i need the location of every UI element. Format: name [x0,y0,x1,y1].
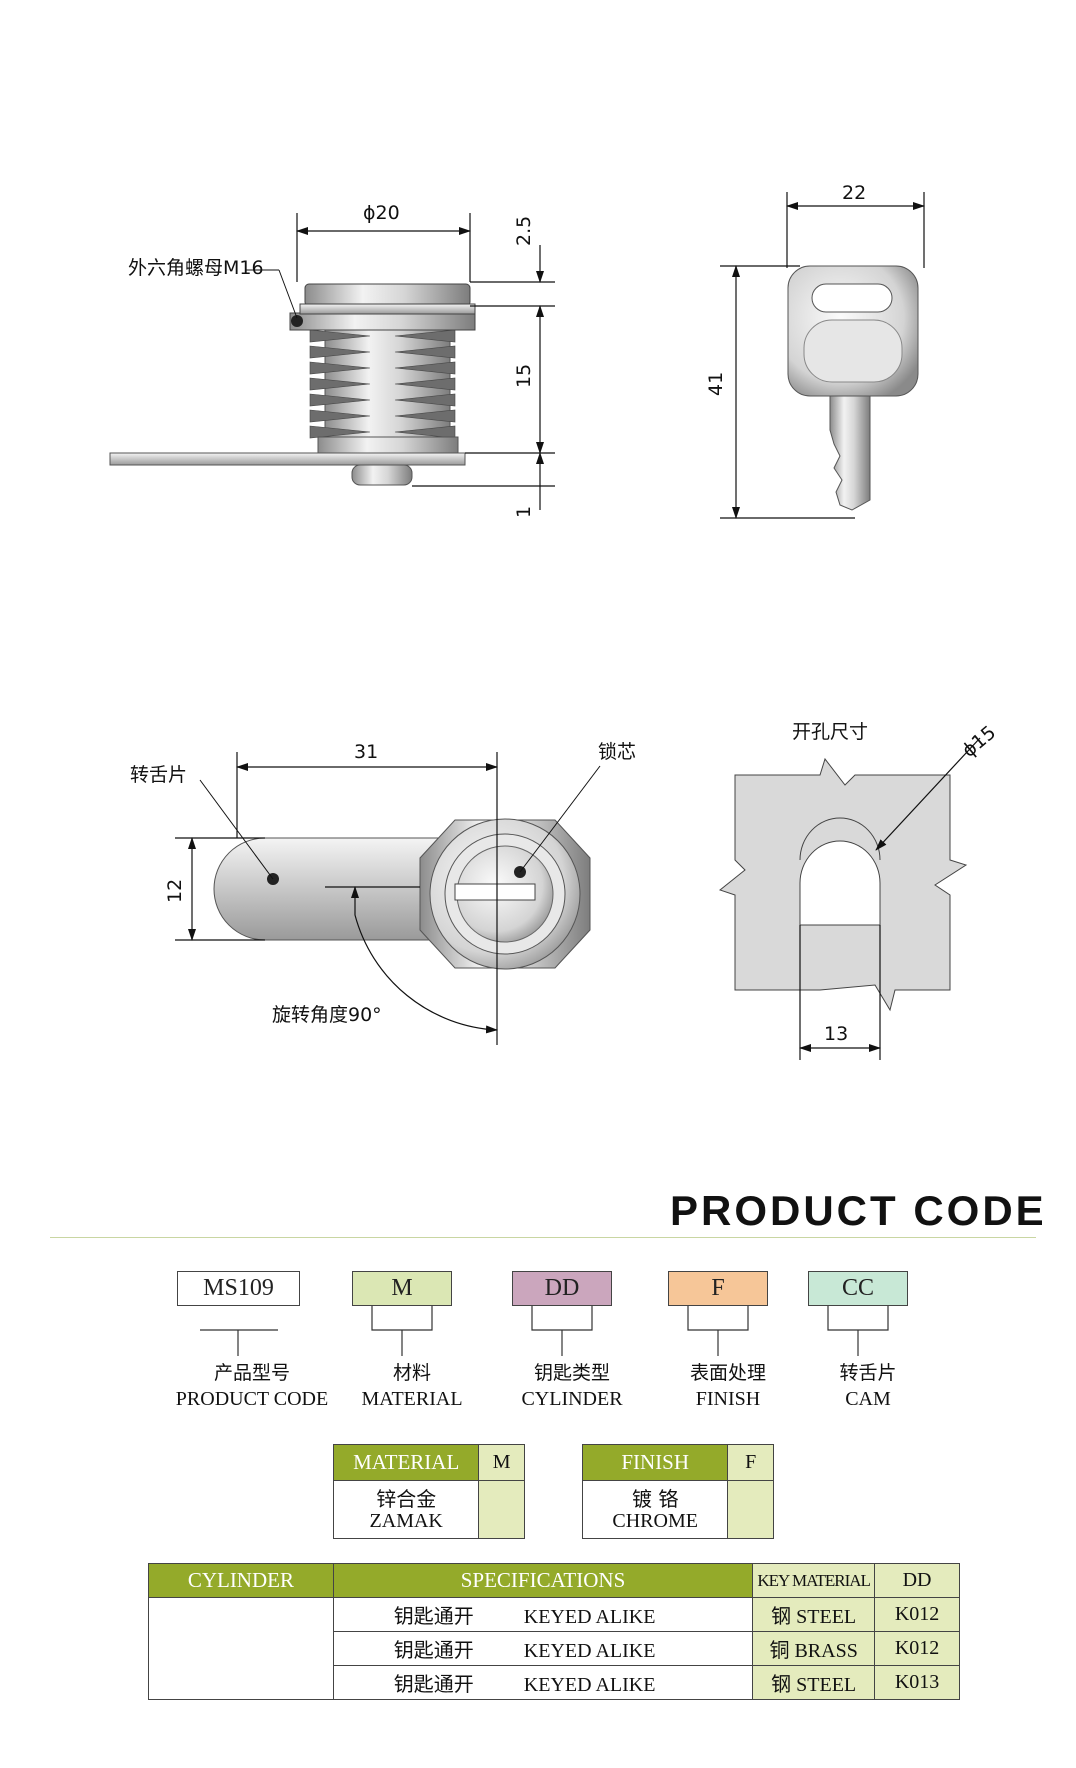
code-label-product-cn: 产品型号 [213,1362,290,1384]
mat-cn: 钢 [771,1604,792,1628]
spec-en: KEYED ALIKE [523,1674,656,1696]
cylinder-table: CYLINDER SPECIFICATIONS KEY MATERIAL DD … [148,1563,960,1700]
key-width-label: 22 [842,182,867,204]
code-box-finish: F [668,1271,768,1306]
finish-header: FINISH [581,1444,729,1481]
cutout-view [718,757,968,1012]
code-label-cylinder-cn: 钥匙类型 [533,1362,610,1384]
finish-table: FINISH F 镀 铬 CHROME [581,1444,774,1539]
product-code-title: PRODUCT CODE [670,1187,1047,1234]
code-cell: K012 [874,1597,960,1632]
material-row: 锌合金 ZAMAK [332,1480,480,1539]
code-box-material: M [352,1271,452,1306]
code-label-material: 材料 MATERIAL [332,1360,492,1412]
key-dimensions [720,192,925,519]
code-label-product-en: PRODUCT CODE [175,1388,329,1410]
table-row: 钥匙通开 KEYED ALIKE 钢 STEEL K012 [148,1597,960,1700]
top-view [213,818,591,970]
cutout-dimensions [799,737,981,1060]
code-cell: K013 [874,1665,960,1700]
spec-en: KEYED ALIKE [523,1640,656,1662]
nut-label: 外六角螺母M16 [128,257,264,279]
code-label-cam-cn: 转舌片 [839,1362,897,1384]
code-label-cylinder-en: CYLINDER [521,1388,623,1410]
code-box-cylinder: DD [512,1271,612,1306]
code-label-finish-en: FINISH [695,1388,761,1410]
cylinder-image-cell [148,1597,334,1700]
cam-width-label: 12 [164,878,186,903]
cutout-flat-label: 13 [824,1023,849,1045]
spec-en: KEYED ALIKE [523,1606,656,1628]
code-header: DD [874,1563,960,1598]
code-cell: K012 [874,1631,960,1666]
dim-top-label: 2.5 [513,215,535,246]
material-row-cn: 锌合金 [376,1486,437,1511]
rotation-label: 旋转角度90° [272,1004,382,1026]
cylinder-header: CYLINDER [148,1563,334,1598]
dim-thread-label: 15 [513,363,535,388]
top-length-label: 31 [354,741,379,763]
code-label-cam-en: CAM [845,1388,891,1410]
finish-row-cn: 镀 铬 [632,1486,679,1511]
cutout-title: 开孔尺寸 [792,721,869,743]
code-label-product: 产品型号 PRODUCT CODE [162,1360,342,1412]
code-label-material-en: MATERIAL [361,1388,463,1410]
code-label-material-cn: 材料 [392,1362,431,1384]
core-label: 锁芯 [598,741,637,763]
key-material-cell: 钢 STEEL [752,1597,876,1632]
code-connectors [200,1306,889,1356]
key-material-header: KEY MATERIAL [752,1563,876,1598]
mat-cn: 钢 [771,1672,792,1696]
spec-cn: 钥匙通开 [393,1604,474,1628]
spec-cn: 钥匙通开 [393,1672,474,1696]
mat-en: STEEL [796,1674,857,1696]
code-label-cylinder: 钥匙类型 CYLINDER [492,1360,652,1412]
key-view [787,265,919,511]
specs-header: SPECIFICATIONS [332,1563,754,1598]
finish-code-header: F [727,1444,774,1481]
dim-bottom-label: 1 [513,505,535,518]
mat-cn: 铜 [769,1638,790,1662]
key-height-label: 41 [705,371,727,396]
mat-en: STEEL [796,1606,857,1628]
title-divider [50,1237,1036,1238]
table-row: 钥匙通开 KEYED ALIKE 钢 STEEL K013 [149,1665,960,1700]
spec-cell: 钥匙通开 KEYED ALIKE [332,1665,754,1700]
material-code-header: M [478,1444,525,1481]
front-view [109,283,476,486]
material-row-en: ZAMAK [369,1509,443,1532]
top-view-dimensions [175,752,601,1045]
code-label-cam: 转舌片 CAM [788,1360,948,1412]
finish-row: 镀 铬 CHROME [581,1480,729,1539]
cam-label: 转舌片 [130,764,188,786]
code-box-cam: CC [808,1271,908,1306]
front-view-dimensions [245,213,555,510]
key-material-cell: 铜 BRASS [752,1631,876,1666]
code-label-finish-cn: 表面处理 [689,1362,766,1384]
code-box-product: MS109 [177,1271,300,1306]
mat-en: BRASS [794,1640,858,1662]
table-row: 钥匙通开 KEYED ALIKE 铜 BRASS K012 [149,1631,960,1666]
spec-cn: 钥匙通开 [393,1638,474,1662]
technical-drawings [109,192,981,1060]
material-row-code [478,1480,525,1539]
finish-row-en: CHROME [612,1509,698,1532]
dim-diameter-label: ϕ20 [363,202,400,224]
finish-row-code [727,1480,774,1539]
spec-cell: 钥匙通开 KEYED ALIKE [332,1597,754,1632]
material-header: MATERIAL [332,1444,480,1481]
material-table: MATERIAL M 锌合金 ZAMAK [332,1444,525,1539]
code-label-finish: 表面处理 FINISH [648,1360,808,1412]
spec-cell: 钥匙通开 KEYED ALIKE [332,1631,754,1666]
key-material-cell: 钢 STEEL [752,1665,876,1700]
